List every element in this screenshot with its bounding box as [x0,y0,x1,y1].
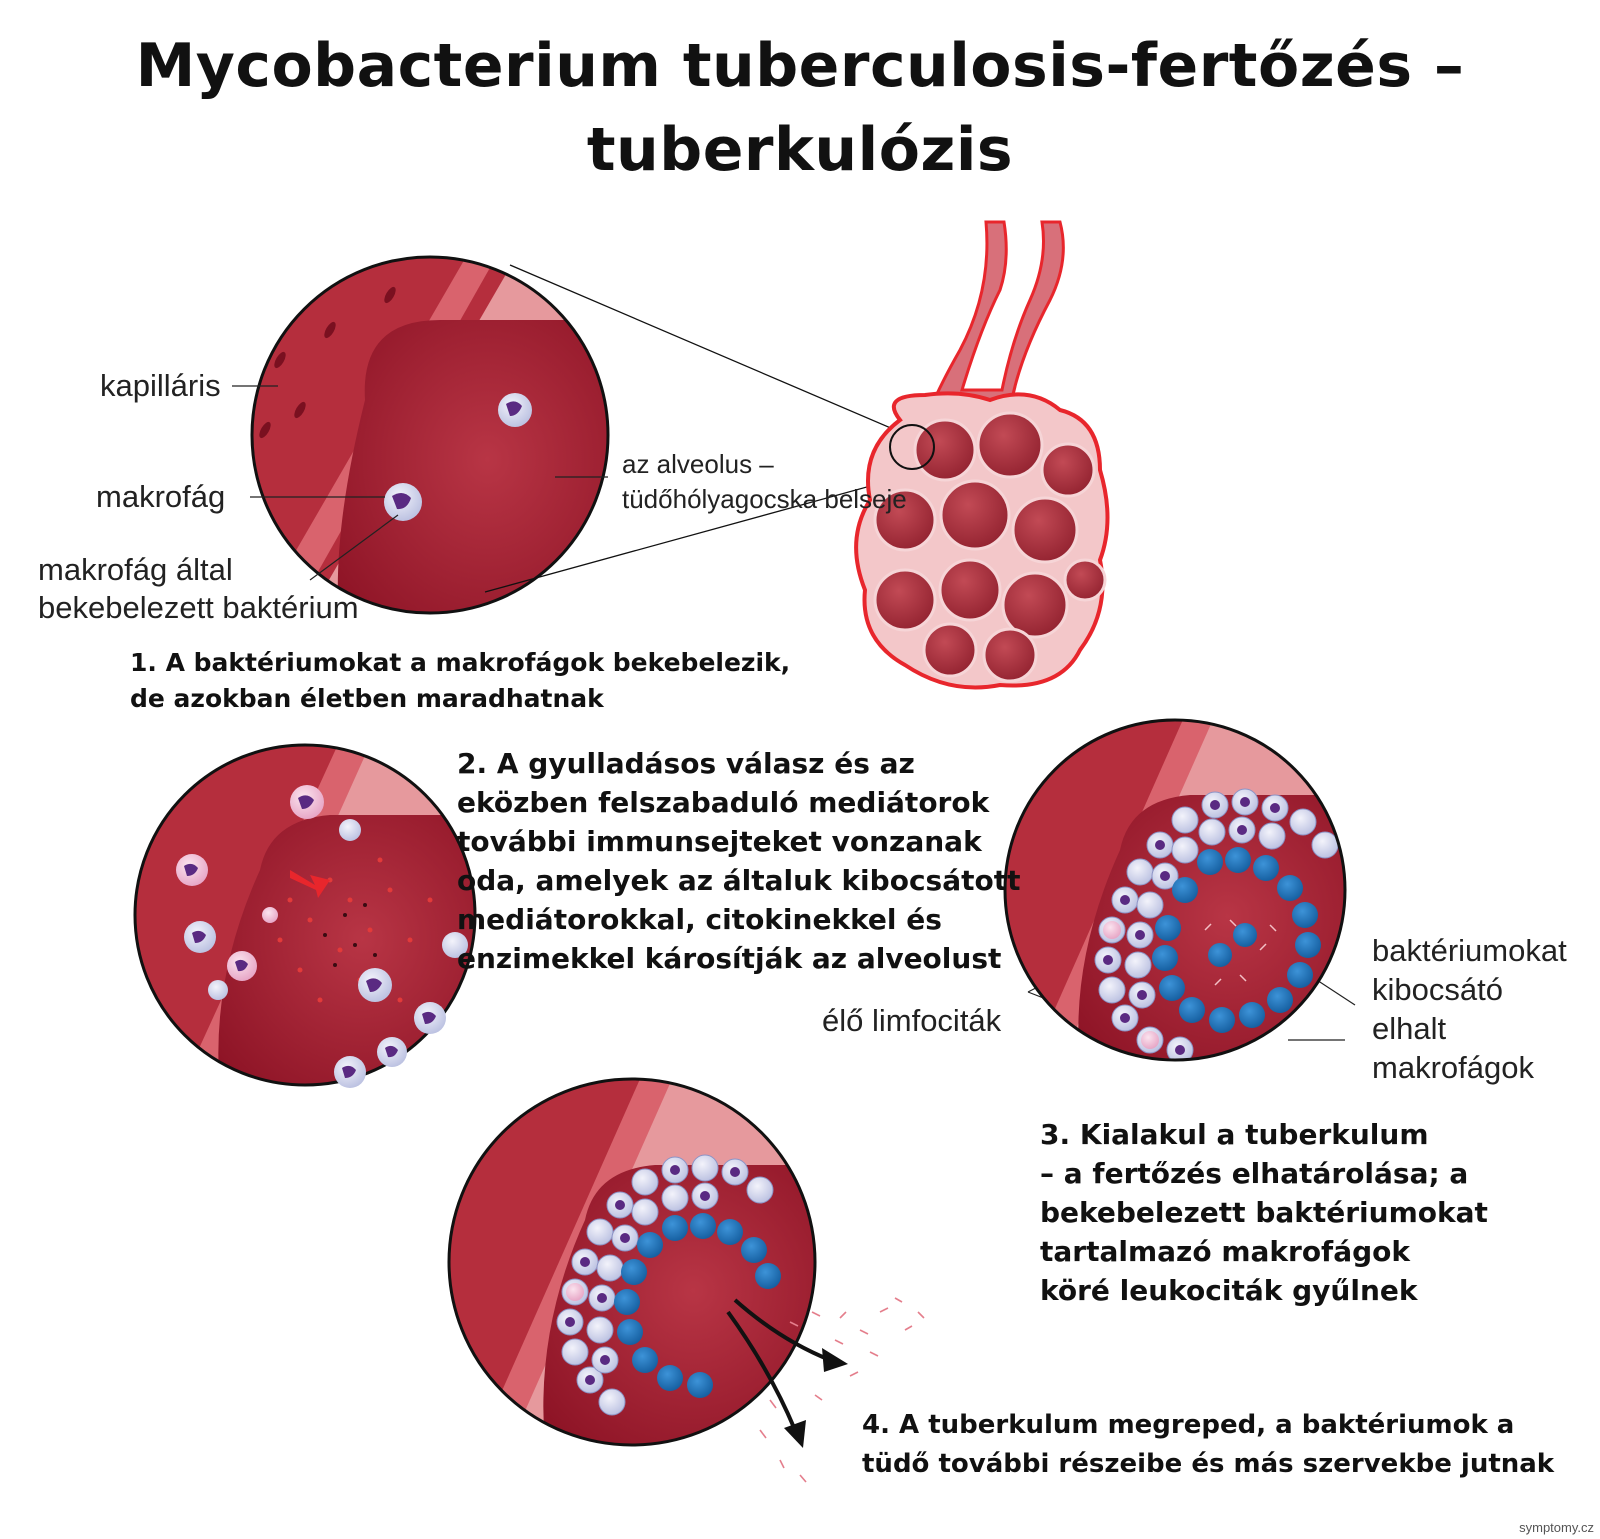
released-bacteria [759,1297,925,1483]
step-4-line: 4. A tuberkulum megreped, a baktériumok … [862,1410,1515,1440]
label-elhalt-line1: baktériumokat [1372,933,1567,968]
step-3-line: 3. Kialakul a tuberkulum [1040,1118,1429,1151]
dead-macrophage-ring [614,1213,781,1398]
label-elo-limfocitak: élő limfociták [822,1003,1002,1038]
step-2-caption: 2. A gyulladásos válasz és az eközben fe… [457,744,1021,978]
diagram-title-line2: tuberkulózis [586,115,1014,185]
zoom-lines [484,264,926,593]
step-2-line: eközben felszabaduló mediátorok [457,786,990,819]
step-1-line: 1. A baktériumokat a makrofágok bekebele… [130,648,791,677]
label-alveolus-line2: tüdőhólyagocska belseje [622,484,907,514]
label-elhalt-line2: kibocsátó [1372,972,1503,1007]
label-makrofag-altal-line2: bekebelezett baktérium [38,590,359,625]
step-4-line: tüdő további részeibe és más szervekbe j… [862,1449,1555,1479]
watermark: symptomy.cz [1519,1520,1594,1535]
step-2-line: oda, amelyek az általuk kibocsátott [457,864,1021,897]
label-elhalt-line4: makrofágok [1372,1050,1534,1085]
label-elhalt-line3: elhalt [1372,1011,1447,1046]
macrophage-cell [384,483,422,521]
label-kapillaris: kapilláris [100,368,221,403]
step-3-line: bekebelezett baktériumokat [1040,1196,1488,1229]
magnified-alveolus-circle-2 [133,743,477,1088]
step-1-line: de azokban életben maradhatnak [130,684,604,713]
magnified-alveolus-circle-1 [250,255,610,615]
step-2-line: további immunsejteket vonzanak [457,825,982,858]
step-3-line: tartalmazó makrofágok [1040,1235,1411,1268]
diagram-title-line1: Mycobacterium tuberculosis-fertőzés – [135,31,1465,101]
step-2-line: 2. A gyulladásos válasz és az [457,747,915,780]
magnified-alveolus-circle-4 [447,1077,925,1483]
rupture-arrows [726,1298,831,1431]
step-3-line: – a fertőzés elhatárolása; a [1040,1157,1469,1190]
step-1-caption: 1. A baktériumokat a makrofágok bekebele… [130,645,790,717]
magnified-alveolus-circle-3 [1003,718,1347,1062]
label-makrofag: makrofág [96,479,226,514]
dead-macrophage-ring [1152,847,1321,1033]
step-2-line: enzimekkel károsítják az alveolust [457,942,1002,975]
immune-cells [176,785,468,1088]
label-alveolus-line1: az alveolus – [622,449,774,479]
step-4-caption: 4. A tuberkulum megreped, a baktériumok … [862,1406,1554,1484]
alveolar-sac-cluster [854,220,1110,690]
label-makrofag-altal-line1: makrofág által [38,552,233,587]
step-3-caption: 3. Kialakul a tuberkulum – a fertőzés el… [1040,1115,1488,1310]
macrophage-cell [498,393,532,427]
leukocyte-ring [1094,788,1339,1060]
step-3-line: köré leukociták gyűlnek [1040,1274,1418,1307]
step-2-line: mediátorokkal, citokinekkel és [457,903,942,936]
